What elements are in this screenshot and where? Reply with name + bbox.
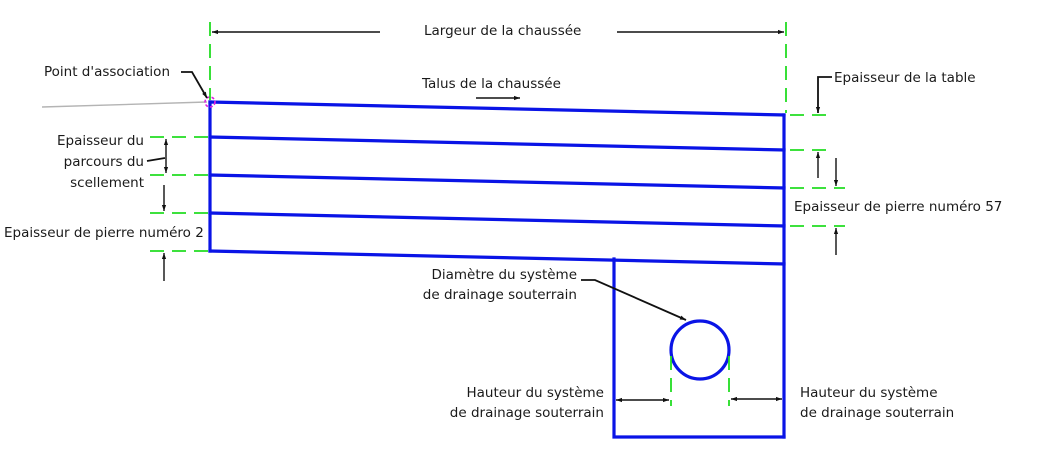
- layer-top-surface: [208, 100, 786, 117]
- layer-bottom: [208, 249, 786, 266]
- drain-diameter-leader: [581, 279, 687, 321]
- drain-diameter-label-2: de drainage souterrain: [423, 287, 577, 303]
- attachment-point-label: Point d'association: [44, 64, 170, 80]
- seal-course-leader: [146, 157, 166, 162]
- stone-57-label: Epaisseur de pierre numéro 57: [794, 199, 1002, 215]
- drain-height-left-label-1: Hauteur du système: [466, 385, 604, 401]
- attachment-point-leader: [181, 71, 208, 99]
- layer-boundary-2: [208, 173, 786, 190]
- road-slope-label: Talus de la chaussée: [421, 76, 561, 92]
- drain-height-right-label-2: de drainage souterrain: [800, 405, 954, 421]
- stone-2-label: Epaisseur de pierre numéro 2: [4, 225, 204, 241]
- drain-height-right-label-1: Hauteur du système: [800, 385, 938, 401]
- drain-diameter-label-1: Diamètre du système: [431, 267, 577, 283]
- pavement-structure: [208, 100, 786, 439]
- seal-course-label-2: parcours du: [64, 154, 144, 170]
- drain-height-left-label-2: de drainage souterrain: [450, 405, 604, 421]
- ground-line: [41, 101, 208, 108]
- drain-pipe: [669, 319, 731, 381]
- seal-course-label-3: scellement: [70, 175, 144, 191]
- seal-course-label-1: Epaisseur du: [57, 133, 144, 149]
- layer-boundary-3: [208, 211, 786, 228]
- road-width-label: Largeur de la chaussée: [424, 23, 581, 39]
- extension-lines: [150, 22, 845, 406]
- drain-trench: [612, 257, 786, 439]
- layer-boundary-1: [208, 135, 786, 152]
- table-thickness-label: Epaisseur de la table: [834, 70, 976, 86]
- table-thickness-leader: [815, 76, 832, 113]
